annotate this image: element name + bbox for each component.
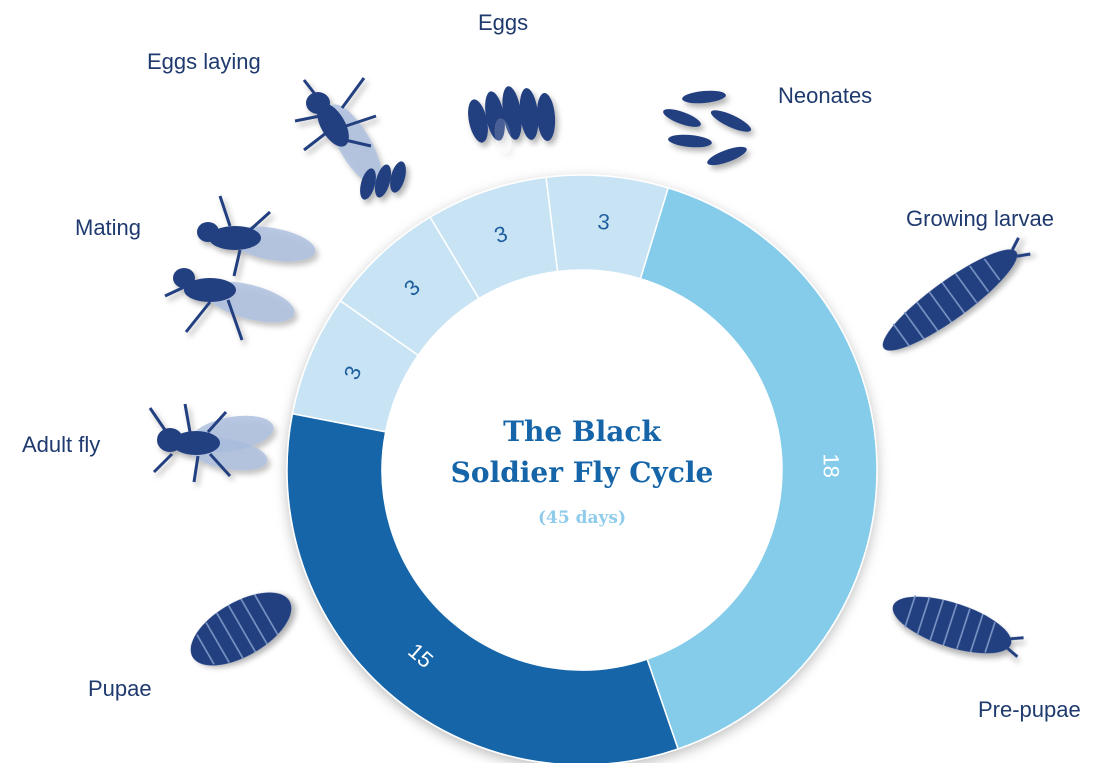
stage-label-eggs: Eggs bbox=[478, 10, 528, 36]
stage-label-neonates: Neonates bbox=[778, 83, 872, 109]
pupae-icon bbox=[179, 578, 303, 681]
stage-label-pre-pupae: Pre-pupae bbox=[978, 697, 1081, 723]
adult-fly-icon bbox=[150, 404, 276, 482]
diagram-subtitle: (45 days) bbox=[382, 508, 782, 528]
segment-days-label: 18 bbox=[818, 453, 843, 478]
diagram-title-line-2: Soldier Fly Cycle bbox=[382, 456, 782, 489]
egg-laying-fly-icon bbox=[295, 78, 409, 201]
stage-label-growing-larvae: Growing larvae bbox=[906, 206, 1054, 232]
stage-label-adult-fly: Adult fly bbox=[22, 432, 100, 458]
diagram-title-line-1: The Black bbox=[382, 415, 782, 448]
stage-label-eggs-laying: Eggs laying bbox=[147, 49, 261, 75]
stage-label-mating: Mating bbox=[75, 215, 141, 241]
stage-label-pupae: Pupae bbox=[88, 676, 152, 702]
eggs-icon bbox=[465, 85, 557, 155]
mating-flies-icon bbox=[165, 196, 318, 340]
segment-days-label: 3 bbox=[597, 209, 611, 235]
pre-pupae-icon bbox=[886, 585, 1027, 668]
growing-larvae-icon bbox=[872, 231, 1035, 364]
neonates-icon bbox=[661, 89, 753, 169]
